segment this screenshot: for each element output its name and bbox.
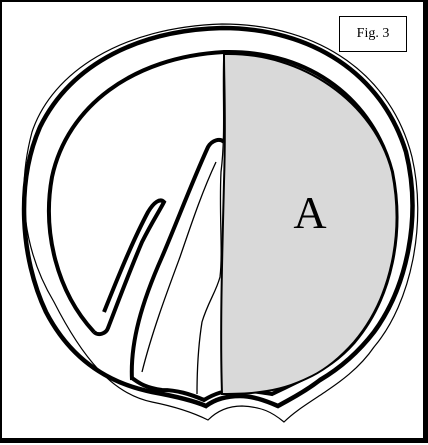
inner-lumen-line bbox=[142, 162, 216, 372]
septum-line bbox=[197, 50, 224, 394]
left-inner-fold bbox=[94, 200, 164, 334]
figure-label: Fig. 3 bbox=[339, 16, 407, 52]
region-a-label: A bbox=[282, 182, 338, 242]
